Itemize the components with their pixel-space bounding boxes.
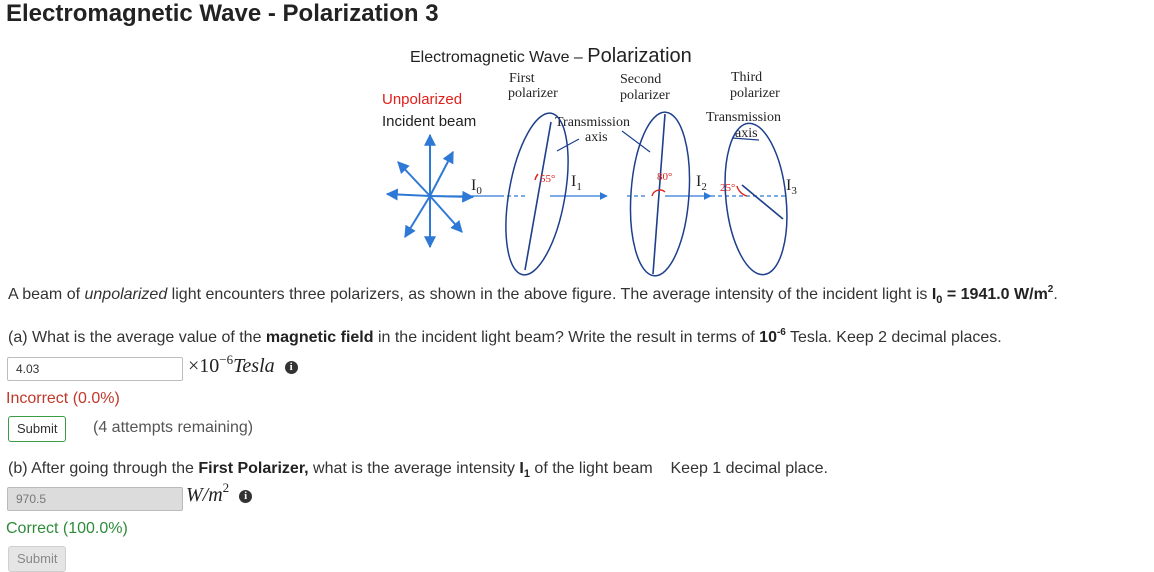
submit-b-button[interactable]: Submit <box>8 546 67 572</box>
i2-label: I <box>696 173 701 190</box>
svg-text:I3: I3 <box>786 177 797 197</box>
answer-a-input[interactable]: 4.03 <box>7 357 183 381</box>
third-polarizer-label-2: polarizer <box>730 86 780 101</box>
first-polarizer: 55° <box>505 112 569 276</box>
transmission-axis-pointer-2 <box>621 130 651 153</box>
question-a: (a) What is the average value of the mag… <box>8 327 1002 346</box>
info-icon[interactable]: i <box>239 489 253 503</box>
submit-a-button[interactable]: Submit <box>8 416 67 442</box>
figure-title: Electromagnetic Wave – <box>410 49 587 66</box>
angle-25: 25° <box>720 182 735 194</box>
incident-beam-label: Incident beam <box>382 113 476 130</box>
i0-label: I <box>471 177 476 194</box>
answer-b-unit: W/m2i <box>186 480 253 507</box>
figure-title-big: Polarization <box>587 45 692 67</box>
unpolarized-label: Unpolarized <box>382 91 462 108</box>
polarization-figure: Electromagnetic Wave – Polarization Firs… <box>382 45 797 277</box>
transmission-axis-label-3: Transmission <box>706 110 781 125</box>
second-polarizer: 80° <box>629 111 691 277</box>
svg-text:I0: I0 <box>471 177 482 197</box>
i3-sub: 3 <box>791 185 797 197</box>
transmission-axis-pointer-1 <box>556 138 580 152</box>
i1-label: I <box>571 173 576 190</box>
i0-sub: 0 <box>476 185 482 197</box>
answer-b-status: Correct (100.0%) <box>6 520 128 537</box>
answer-b-input[interactable]: 970.5 <box>7 487 183 511</box>
info-icon[interactable]: i <box>284 360 298 374</box>
svg-text:Electromagnetic Wave – Polariz: Electromagnetic Wave – Polarization <box>410 45 692 67</box>
attempts-remaining: (4 attempts remaining) <box>93 419 254 436</box>
i3-label: I <box>786 177 791 194</box>
transmission-axis-label-2: axis <box>585 130 608 145</box>
second-polarizer-label-1: Second <box>620 72 661 87</box>
third-polarizer-label-1: Third <box>731 70 762 85</box>
i2-sub: 2 <box>701 181 707 193</box>
second-polarizer-label-2: polarizer <box>620 88 670 103</box>
question-b: (b) After going through the First Polari… <box>8 460 828 480</box>
unpolarized-arrows <box>385 133 475 249</box>
third-polarizer: 25° <box>720 122 788 276</box>
transmission-axis-label-4: axis <box>735 126 758 141</box>
page-title: Electromagnetic Wave - Polarization 3 <box>6 0 439 27</box>
first-polarizer-label-2: polarizer <box>508 86 558 101</box>
svg-text:I2: I2 <box>696 173 707 193</box>
first-polarizer-label-1: First <box>509 71 535 86</box>
answer-a-status: Incorrect (0.0%) <box>6 390 120 407</box>
i1-sub: 1 <box>576 181 582 193</box>
angle-55: 55° <box>540 173 555 185</box>
svg-text:I1: I1 <box>571 173 582 193</box>
problem-intro: A beam of unpolarized light encounters t… <box>8 284 1058 306</box>
transmission-axis-pointer-3 <box>731 137 760 141</box>
transmission-axis-label-1: Transmission <box>555 115 630 130</box>
angle-80: 80° <box>657 171 672 183</box>
